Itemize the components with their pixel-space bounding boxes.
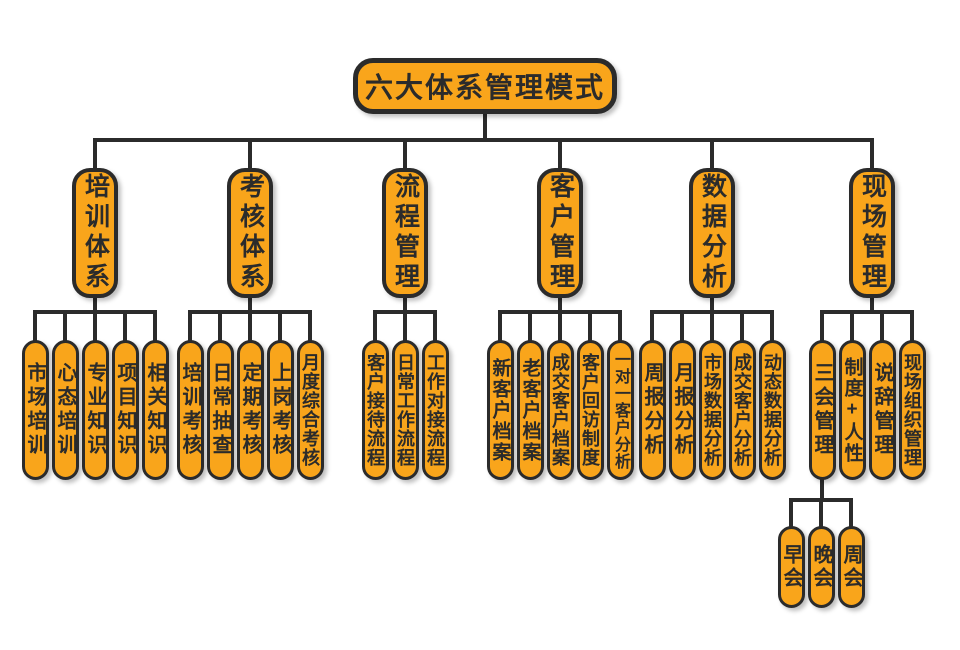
child-node: 客户接待流程 bbox=[361, 340, 389, 480]
child-node: 制度+人性 bbox=[838, 340, 866, 480]
node-label: 现场管理 bbox=[858, 173, 887, 293]
node-label: 晚会 bbox=[810, 544, 832, 590]
child-node: 说辞管理 bbox=[868, 340, 896, 480]
node-label: 市场数据分析 bbox=[702, 353, 722, 467]
node-label: 一对一客户分析 bbox=[612, 350, 629, 470]
child-node: 月报分析 bbox=[668, 340, 696, 480]
child-node: 新客户档案 bbox=[486, 340, 514, 480]
node-label: 专业知识 bbox=[84, 362, 106, 458]
child-node: 相关知识 bbox=[141, 340, 169, 480]
node-label: 心态培训 bbox=[54, 362, 76, 458]
node-label: 上岗考核 bbox=[269, 362, 291, 458]
child-node: 老客户档案 bbox=[516, 340, 544, 480]
child-node: 客户回访制度 bbox=[576, 340, 604, 480]
child-node: 现场组织管理 bbox=[898, 340, 926, 480]
child-node: 成交客户档案 bbox=[546, 340, 574, 480]
node-label: 市场培训 bbox=[24, 362, 46, 458]
node-label: 客户管理 bbox=[546, 173, 575, 293]
child-node: 培训考核 bbox=[176, 340, 204, 480]
child-node: 三会管理 bbox=[808, 340, 836, 480]
branch-node-process-management: 流程管理 bbox=[382, 168, 428, 298]
child-node: 日常抽查 bbox=[206, 340, 234, 480]
node-label: 动态数据分析 bbox=[762, 353, 782, 467]
node-label: 三会管理 bbox=[811, 362, 833, 458]
leaf-node: 晚会 bbox=[807, 526, 835, 608]
child-node: 成交客户分析 bbox=[728, 340, 756, 480]
child-node: 心态培训 bbox=[51, 340, 79, 480]
node-label: 制度+人性 bbox=[841, 356, 863, 464]
branch-node-site-management: 现场管理 bbox=[849, 168, 895, 298]
node-label: 成交客户分析 bbox=[732, 353, 752, 467]
node-label: 定期考核 bbox=[239, 362, 261, 458]
node-label: 周会 bbox=[840, 544, 862, 590]
node-label: 工作对接流程 bbox=[425, 353, 445, 467]
node-label: 客户接待流程 bbox=[365, 353, 385, 467]
child-node: 市场数据分析 bbox=[698, 340, 726, 480]
leaf-node: 早会 bbox=[777, 526, 805, 608]
node-label: 成交客户档案 bbox=[550, 353, 570, 467]
root-node: 六大体系管理模式 bbox=[353, 58, 617, 114]
child-node: 专业知识 bbox=[81, 340, 109, 480]
node-label: 新客户档案 bbox=[489, 357, 511, 463]
child-node: 定期考核 bbox=[236, 340, 264, 480]
child-node: 项目知识 bbox=[111, 340, 139, 480]
child-node: 市场培训 bbox=[21, 340, 49, 480]
branch-node-customer-management: 客户管理 bbox=[537, 168, 583, 298]
node-label: 培训考核 bbox=[179, 362, 201, 458]
node-label: 培训体系 bbox=[81, 173, 110, 293]
node-label: 项目知识 bbox=[114, 362, 136, 458]
node-label: 月度综合考核 bbox=[300, 353, 320, 467]
node-label: 周报分析 bbox=[641, 362, 663, 458]
branch-node-training-system: 培训体系 bbox=[72, 168, 118, 298]
node-label: 六大体系管理模式 bbox=[364, 72, 605, 103]
child-node: 动态数据分析 bbox=[758, 340, 786, 480]
child-node: 工作对接流程 bbox=[421, 340, 449, 480]
node-label: 考核体系 bbox=[236, 173, 265, 293]
node-label: 日常工作流程 bbox=[395, 353, 415, 467]
branch-node-data-analysis: 数据分析 bbox=[689, 168, 735, 298]
node-label: 说辞管理 bbox=[871, 362, 893, 458]
node-label: 相关知识 bbox=[144, 362, 166, 458]
node-label: 日常抽查 bbox=[209, 362, 231, 458]
node-label: 月报分析 bbox=[671, 362, 693, 458]
node-label: 现场组织管理 bbox=[902, 353, 922, 467]
node-label: 老客户档案 bbox=[519, 357, 541, 463]
child-node: 日常工作流程 bbox=[391, 340, 419, 480]
node-label: 早会 bbox=[780, 544, 802, 590]
node-label: 数据分析 bbox=[698, 173, 727, 293]
child-node: 一对一客户分析 bbox=[606, 340, 634, 480]
node-label: 流程管理 bbox=[391, 173, 420, 293]
leaf-node: 周会 bbox=[837, 526, 865, 608]
child-node: 周报分析 bbox=[638, 340, 666, 480]
child-node: 上岗考核 bbox=[266, 340, 294, 480]
node-label: 客户回访制度 bbox=[580, 353, 600, 467]
child-node: 月度综合考核 bbox=[296, 340, 324, 480]
branch-node-assessment-system: 考核体系 bbox=[227, 168, 273, 298]
